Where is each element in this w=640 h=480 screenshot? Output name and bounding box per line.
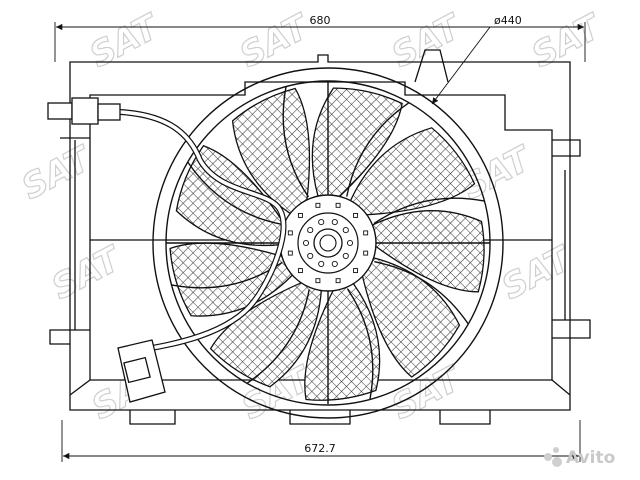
fan-diameter-label: ø440	[494, 14, 522, 27]
fan-blade	[231, 87, 311, 215]
hub-slot	[335, 278, 341, 284]
watermark-text: SAT	[15, 138, 99, 208]
motor-hub	[279, 194, 377, 292]
hub-hole	[331, 260, 338, 267]
hub-slot	[335, 202, 341, 208]
fan-blade	[349, 127, 476, 216]
fan-strut	[246, 289, 310, 384]
hub-slot	[287, 250, 293, 256]
dimension-bottom	[61, 420, 581, 462]
hub-slot	[297, 268, 303, 274]
avito-label: Avito	[566, 448, 615, 468]
hub-hole	[307, 227, 314, 234]
fan-strut	[346, 288, 374, 400]
top-width-label: 680	[310, 14, 331, 27]
watermark-text: SAT	[525, 6, 609, 76]
hub-hole	[331, 219, 338, 226]
fan-blade	[371, 210, 485, 293]
fan-blade	[209, 282, 323, 388]
wire-harness	[47, 97, 287, 403]
hub-hole	[302, 239, 310, 247]
fan-strut	[346, 102, 410, 197]
watermark-text: SAT	[385, 358, 469, 428]
diameter-leader	[431, 26, 530, 105]
watermark-text: SAT	[385, 6, 469, 76]
watermark-text: SAT	[45, 238, 129, 308]
hub-slot	[353, 212, 359, 218]
fan-strut	[373, 197, 485, 225]
watermark-text: SAT	[233, 6, 317, 76]
hub-slot	[363, 230, 369, 236]
hub-hole	[346, 239, 354, 247]
hub-hole	[307, 252, 314, 259]
hub-slot	[297, 212, 303, 218]
fan-strut	[282, 86, 310, 198]
hub-hole	[342, 252, 349, 259]
watermark-text: SAT	[83, 6, 167, 76]
hub-hole	[318, 260, 325, 267]
fan-blade	[311, 87, 403, 198]
hub-hole	[342, 227, 349, 234]
hub-holes	[287, 202, 369, 284]
hub-slot	[363, 250, 369, 256]
fan-blade	[175, 144, 285, 247]
fan-strut	[374, 261, 469, 325]
avito-badge: Avito	[544, 447, 615, 468]
hub-hole	[318, 219, 325, 226]
hub-slot	[315, 278, 321, 284]
hub-slot	[353, 268, 359, 274]
hub-slot	[287, 230, 293, 236]
fan-strut	[187, 161, 282, 225]
watermark-text: SAT	[495, 238, 579, 308]
bottom-width-label: 672.7	[304, 442, 336, 455]
hub-slot	[315, 202, 321, 208]
